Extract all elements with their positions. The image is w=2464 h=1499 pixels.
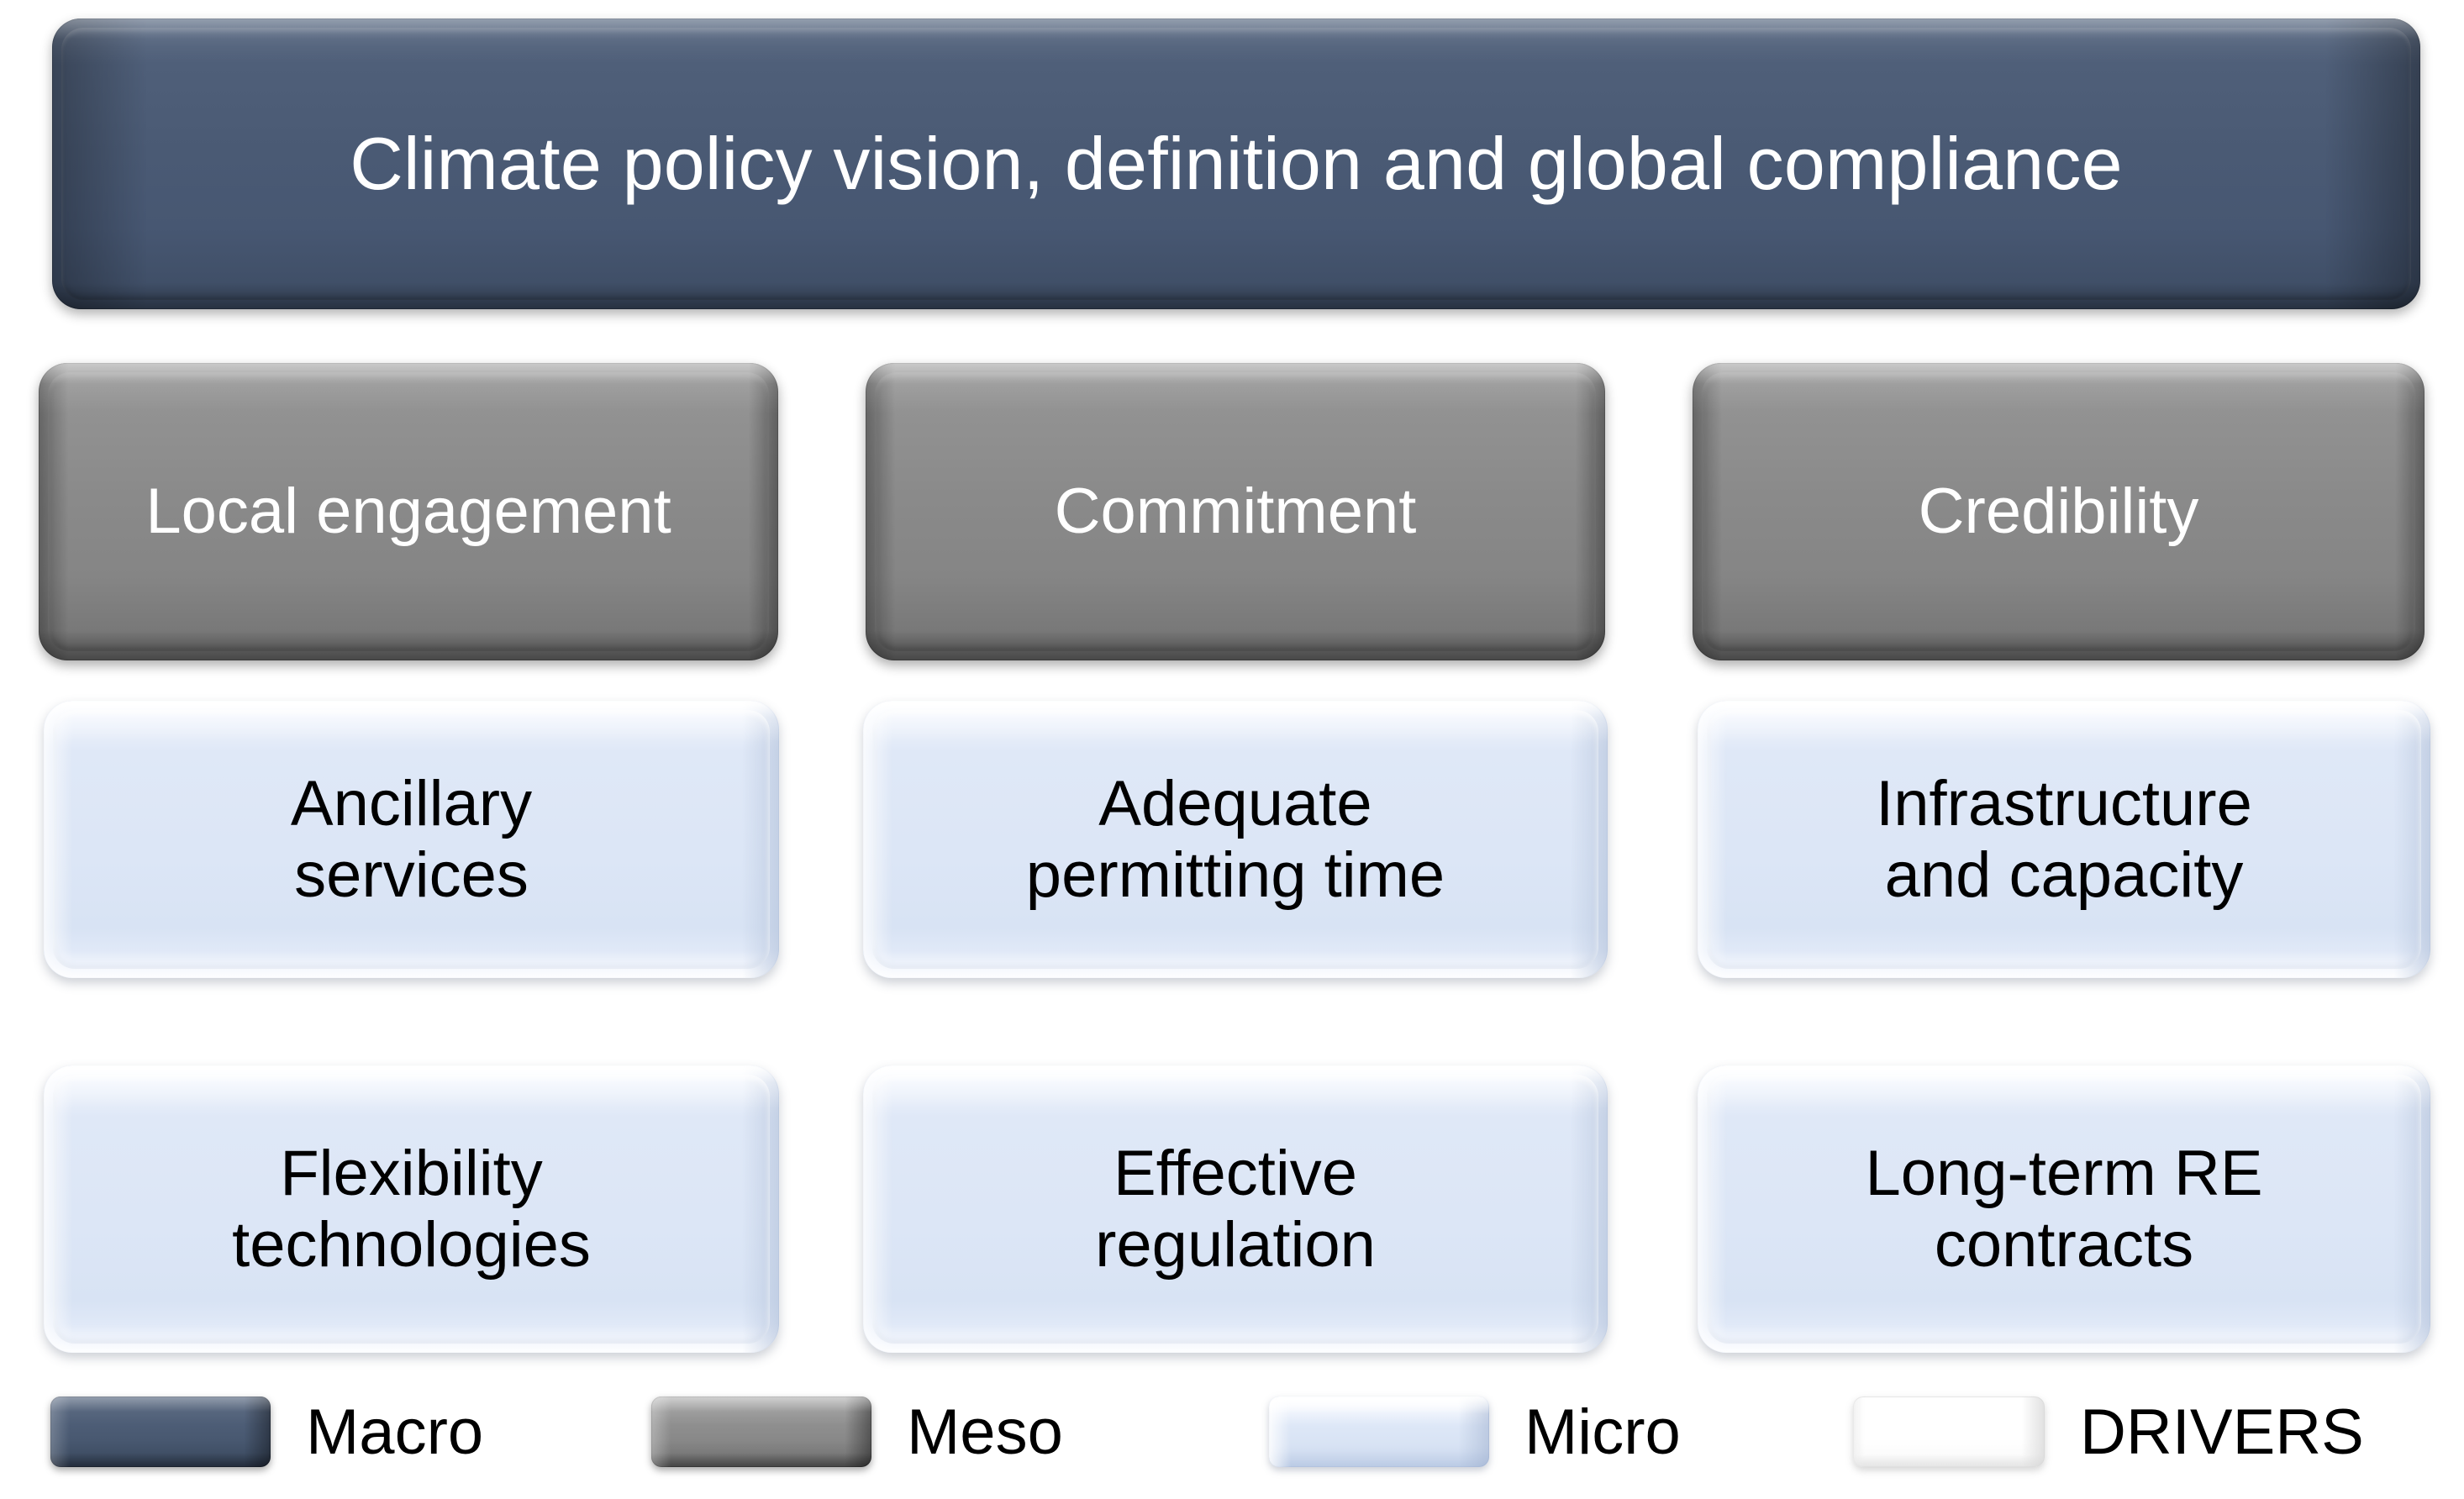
meso-box-label: Commitment — [1054, 476, 1417, 548]
micro-box-adequate-permitting-time[interactable]: Adequate permitting time — [863, 701, 1608, 978]
legend: Macro Meso Micro DRIVERS — [0, 1378, 2464, 1499]
meso-swatch-icon — [651, 1396, 871, 1467]
drivers-swatch-icon — [1853, 1396, 2045, 1467]
legend-label: DRIVERS — [2080, 1396, 2364, 1468]
meso-box-commitment[interactable]: Commitment — [866, 363, 1605, 660]
meso-box-credibility[interactable]: Credibility — [1693, 363, 2425, 660]
micro-box-infrastructure-and-capacity[interactable]: Infrastructure and capacity — [1698, 701, 2430, 978]
micro-box-label: Ancillary services — [290, 767, 533, 911]
macro-banner-label: Climate policy vision, definition and gl… — [350, 121, 2123, 205]
micro-box-ancillary-services[interactable]: Ancillary services — [44, 701, 779, 978]
macro-banner-box[interactable]: Climate policy vision, definition and gl… — [52, 18, 2420, 309]
micro-box-label: Flexibility technologies — [232, 1137, 591, 1281]
legend-item-micro[interactable]: Micro — [1269, 1390, 1681, 1474]
legend-item-macro[interactable]: Macro — [50, 1390, 483, 1474]
micro-box-label: Effective regulation — [1095, 1137, 1376, 1281]
legend-item-meso[interactable]: Meso — [651, 1390, 1063, 1474]
micro-box-label: Long-term RE contracts — [1865, 1137, 2263, 1281]
micro-box-label: Infrastructure and capacity — [1876, 767, 2252, 911]
meso-box-local-engagement[interactable]: Local engagement — [39, 363, 778, 660]
legend-item-drivers[interactable]: DRIVERS — [1853, 1390, 2364, 1474]
micro-box-flexibility-technologies[interactable]: Flexibility technologies — [44, 1065, 779, 1353]
legend-label: Meso — [907, 1396, 1063, 1468]
micro-swatch-icon — [1269, 1396, 1489, 1467]
micro-box-label: Adequate permitting time — [1025, 767, 1445, 911]
micro-box-effective-regulation[interactable]: Effective regulation — [863, 1065, 1608, 1353]
legend-label: Micro — [1524, 1396, 1681, 1468]
macro-swatch-icon — [50, 1396, 271, 1467]
micro-box-long-term-re-contracts[interactable]: Long-term RE contracts — [1698, 1065, 2430, 1353]
meso-box-label: Credibility — [1918, 476, 2199, 548]
meso-box-label: Local engagement — [145, 476, 671, 548]
legend-label: Macro — [306, 1396, 484, 1468]
